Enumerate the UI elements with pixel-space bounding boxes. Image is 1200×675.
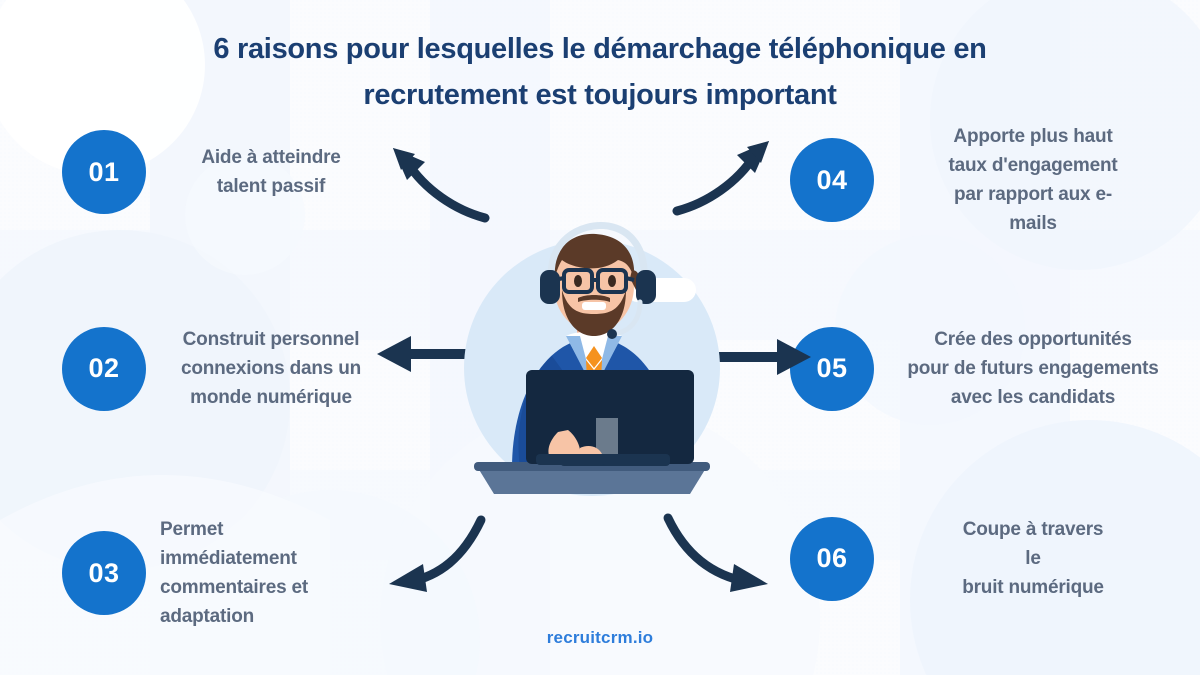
- arrow-curved-down-left-icon: [383, 512, 488, 602]
- reason-text-line: connexions dans un: [180, 358, 362, 379]
- reason-number-badge-03: 03: [62, 531, 146, 615]
- reason-item-02[interactable]: 02 Construit personnel connexions dans u…: [62, 325, 392, 412]
- page-title-line-1: 6 raisons pour lesquelles le démarchage …: [213, 33, 987, 65]
- reason-text-line: pour de futurs engagements: [907, 358, 1159, 379]
- reason-number-badge-01: 01: [62, 130, 146, 214]
- reason-text-01: Aide à atteindre talent passif: [160, 143, 382, 201]
- reason-text-line: immédiatement: [160, 548, 297, 569]
- reason-number-badge-04: 04: [790, 138, 874, 222]
- brand-footer[interactable]: recruitcrm.io: [546, 628, 654, 647]
- reason-text-05: Crée des opportunités pour de futurs eng…: [888, 325, 1178, 412]
- reason-text-line: Construit personnel: [182, 329, 360, 350]
- reason-text-line: avec les candidats: [950, 387, 1116, 408]
- reason-text-line: commentaires et: [160, 577, 309, 598]
- reason-item-04[interactable]: 04 Apporte plus haut taux d'engagement p…: [790, 122, 1190, 238]
- reason-number-badge-06: 06: [790, 516, 874, 601]
- page-title-line-2: recrutement est toujours important: [363, 79, 837, 111]
- reason-text-line: par rapport aux e-: [954, 184, 1112, 205]
- reason-text-line: talent passif: [216, 176, 326, 197]
- reason-number-badge-02: 02: [62, 326, 146, 411]
- reason-text-02: Construit personnel connexions dans un m…: [160, 325, 382, 412]
- recruiter-illustration: [440, 218, 760, 518]
- reason-text-04: Apporte plus haut taux d'engagement par …: [888, 122, 1178, 238]
- reason-text-line: Crée des opportunités: [934, 329, 1132, 350]
- arrow-curved-up-left-icon: [385, 140, 490, 230]
- reason-text-line: Apporte plus haut: [953, 126, 1113, 147]
- reason-text-line: Coupe à travers: [962, 519, 1104, 540]
- arrow-straight-right-icon: [718, 333, 813, 386]
- reason-item-06[interactable]: 06 Coupe à travers le bruit numérique: [790, 515, 1190, 602]
- reason-text-line: monde numérique: [190, 387, 352, 408]
- reason-item-05[interactable]: 05 Crée des opportunités pour de futurs …: [790, 325, 1190, 412]
- reason-text-line: adaptation: [160, 606, 255, 627]
- reason-text-03: Permet immédiatement commentaires et ada…: [160, 515, 382, 631]
- reason-item-01[interactable]: 01 Aide à atteindre talent passif: [62, 130, 392, 214]
- reason-text-line: bruit numérique: [962, 577, 1104, 598]
- arrow-straight-left-icon: [375, 330, 470, 383]
- reason-text-line: mails: [1009, 213, 1057, 234]
- reason-text-06: Coupe à travers le bruit numérique: [888, 515, 1178, 602]
- reason-text-line: Permet: [160, 519, 224, 540]
- reason-text-line: le: [1025, 548, 1041, 569]
- reason-text-line: Aide à atteindre: [201, 147, 341, 168]
- page-title: 6 raisons pour lesquelles le démarchage …: [0, 26, 1200, 118]
- arrow-curved-down-right-icon: [660, 508, 775, 603]
- reason-text-line: taux d'engagement: [948, 155, 1118, 176]
- reason-number-badge-05: 05: [790, 326, 874, 411]
- reason-item-03[interactable]: 03 Permet immédiatement commentaires et …: [62, 515, 392, 631]
- arrow-curved-up-right-icon: [672, 133, 777, 223]
